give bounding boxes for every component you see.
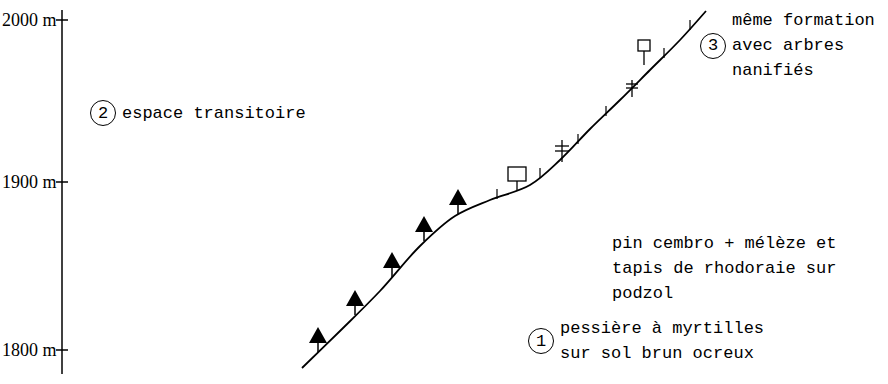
tree-crown (346, 290, 364, 306)
zone-description: espace transitoire (122, 101, 306, 126)
stone-pine-stem (643, 51, 644, 65)
pine-larch-symbols (508, 40, 650, 190)
altitude-label: 2000 m (2, 9, 54, 31)
zone-callout: 1pessière à myrtilles sur sol brun ocreu… (528, 316, 775, 366)
tree-crown (383, 252, 401, 268)
larch-branch (555, 145, 569, 146)
grass-tick (496, 189, 497, 199)
larch-branch (555, 150, 569, 151)
altitude-axis (61, 10, 63, 374)
callout-number: 2 (90, 100, 116, 126)
callout-number: 3 (700, 33, 726, 59)
zone-callout: 3même formation avec arbres nanifiés (700, 8, 884, 83)
spruce-symbol (415, 216, 433, 241)
tree-crown (309, 327, 327, 343)
spruce-symbol (309, 327, 327, 352)
grass-tick (539, 168, 540, 178)
spruce-symbols (309, 189, 467, 352)
vegetation-label: pin cembro + mélèze et tapis de rhodorai… (612, 231, 874, 306)
grass-tick (577, 134, 578, 144)
stone-pine-symbol (508, 167, 526, 181)
slope-line (302, 11, 706, 368)
callout-number: 1 (528, 328, 554, 354)
stone-pine-symbol (638, 40, 650, 51)
larch-branch (626, 87, 638, 88)
axis-tick (56, 19, 68, 21)
grass-tick (663, 48, 664, 58)
altitude-label: 1800 m (2, 339, 54, 361)
larch-branch (626, 83, 638, 84)
tree-crown (415, 216, 433, 232)
stone-pine-stem (516, 181, 517, 190)
tree-stem (391, 268, 393, 277)
tree-stem (457, 205, 459, 214)
zone-description: pessière à myrtilles sur sol brun ocreux (560, 316, 775, 366)
spruce-symbol (449, 189, 467, 214)
tree-stem (423, 232, 425, 241)
axis-tick (56, 181, 68, 183)
spruce-symbol (346, 290, 364, 315)
axis-tick (56, 349, 68, 351)
zone-description: même formation avec arbres nanifiés (732, 8, 884, 83)
zone-callout: 2espace transitoire (90, 100, 306, 126)
tree-crown (449, 189, 467, 205)
altitude-label: 1900 m (2, 171, 54, 193)
grass-tick (605, 106, 606, 116)
tree-stem (354, 306, 356, 315)
grass-tick (689, 20, 690, 30)
spruce-symbol (383, 252, 401, 277)
grass-ticks (497, 20, 690, 199)
tree-stem (317, 343, 319, 352)
